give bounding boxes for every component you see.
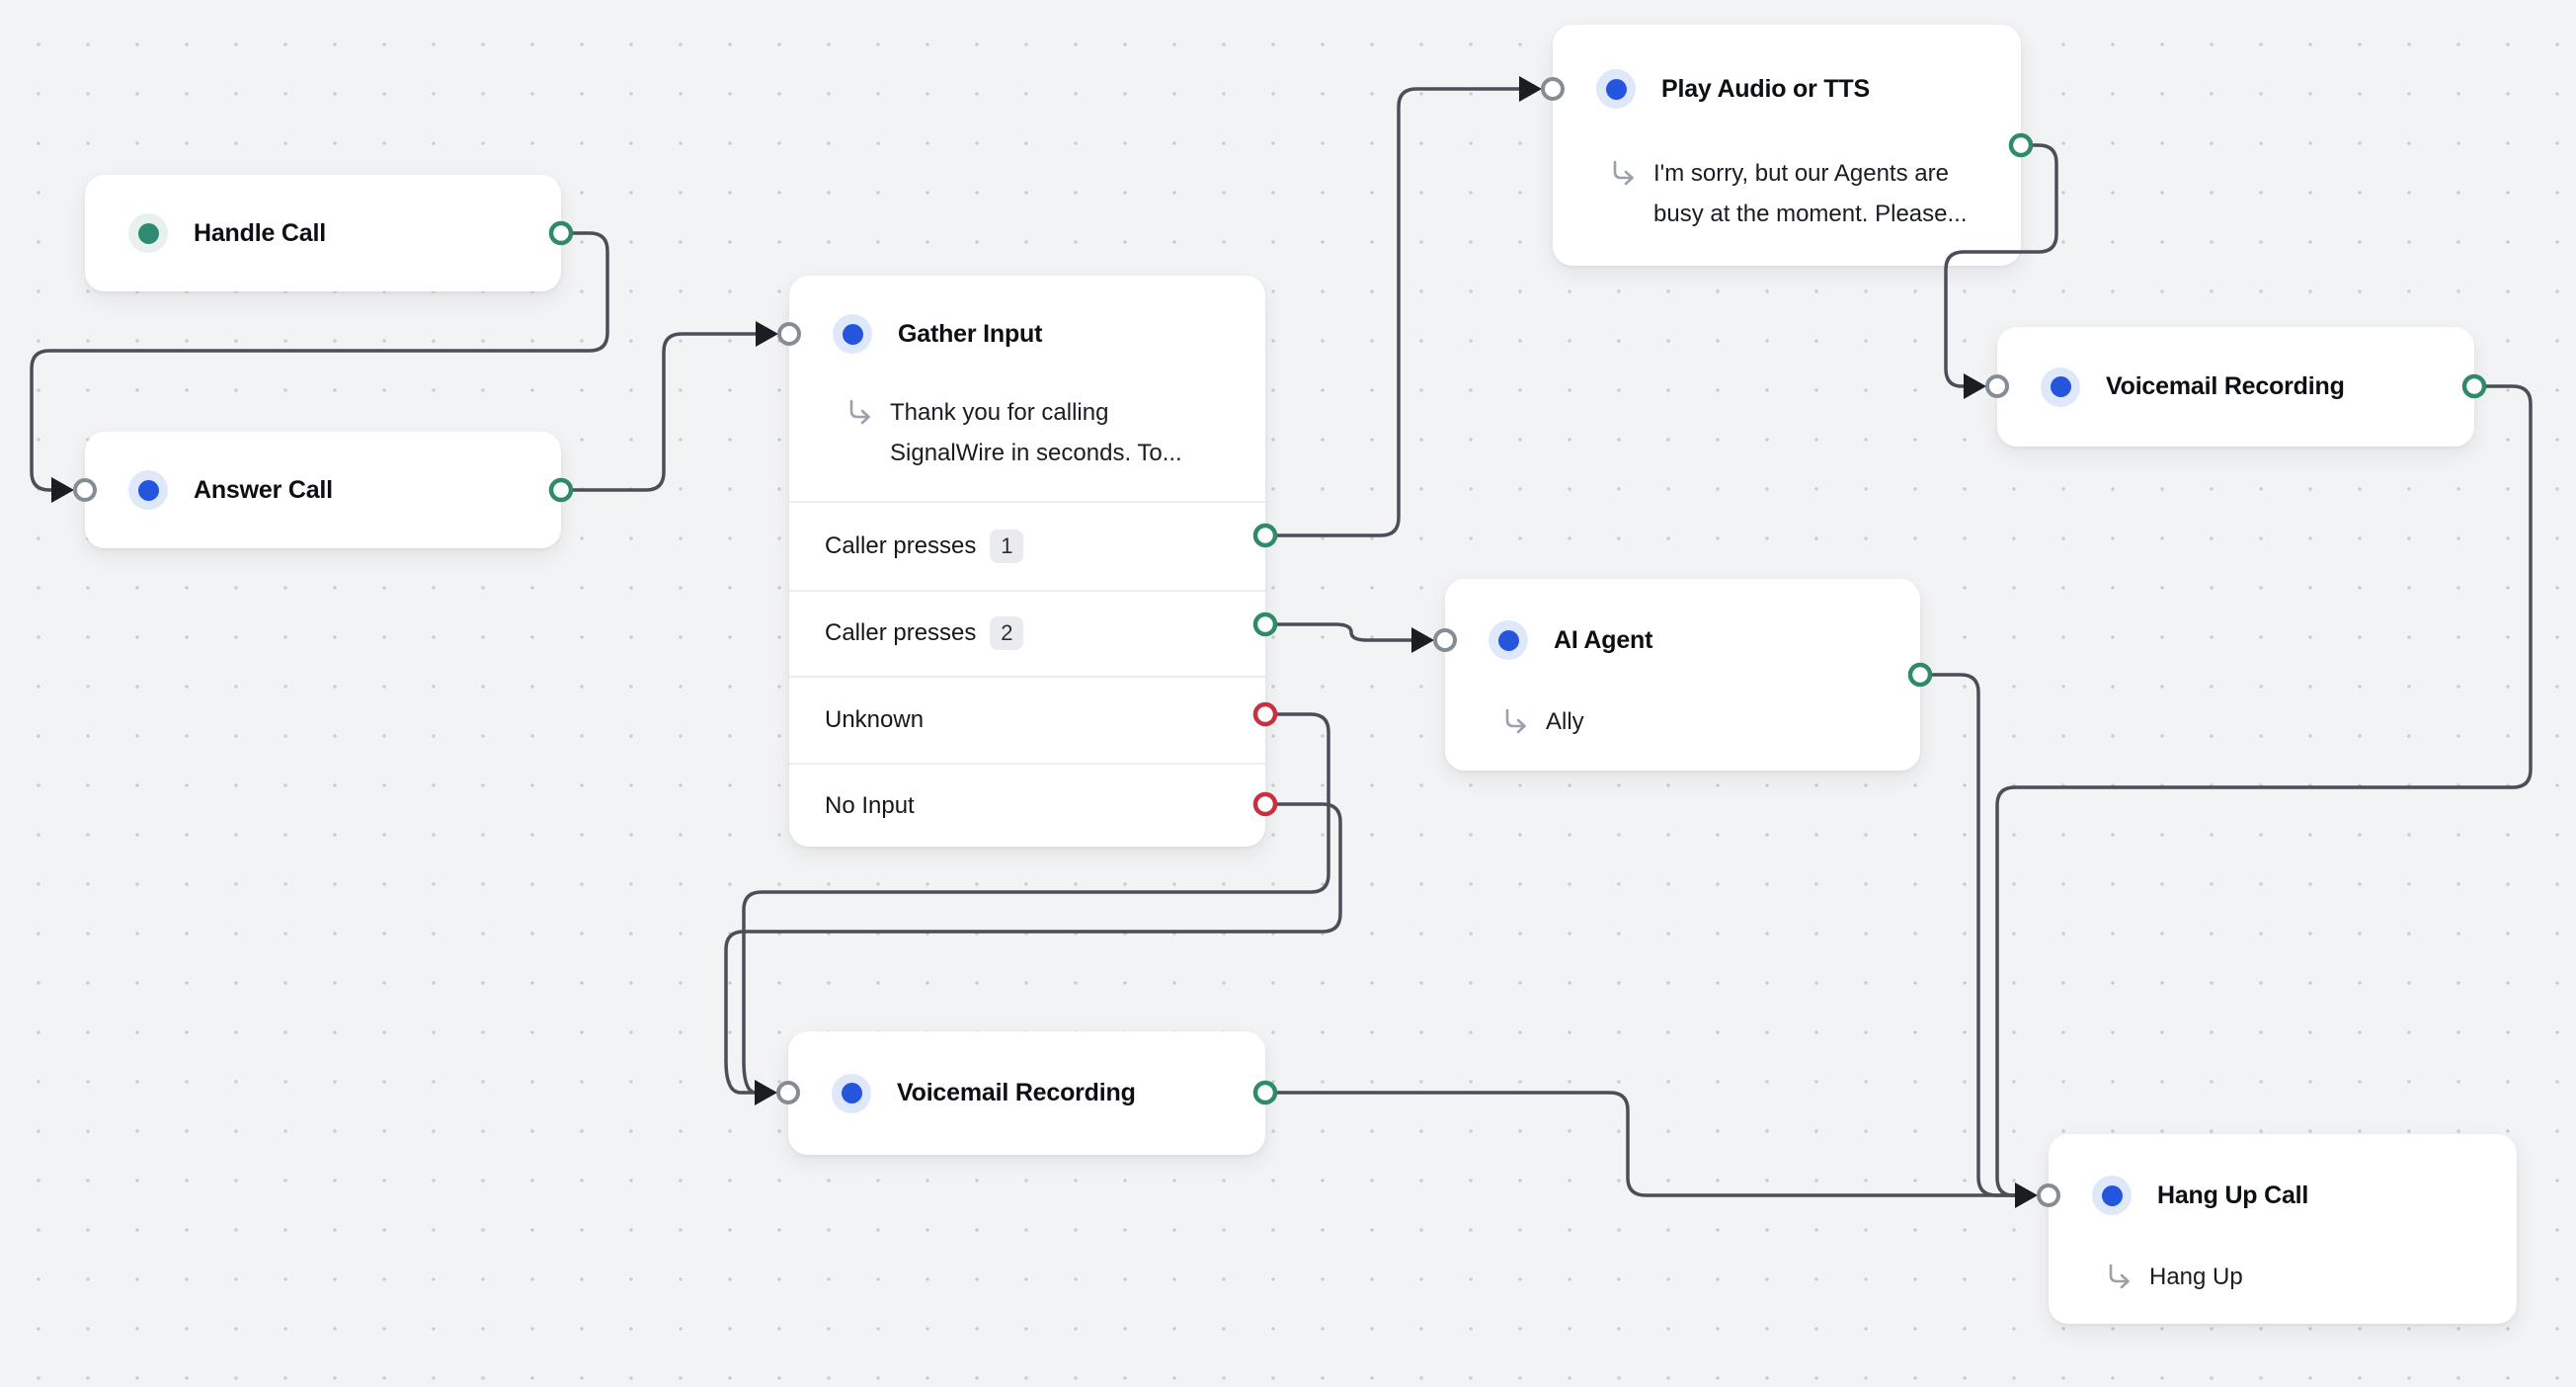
node-subtitle: I'm sorry, but our Agents are busy at th… bbox=[1553, 153, 2021, 234]
arrowhead-icon bbox=[1964, 373, 1986, 399]
node-voicemail-recording-bottom[interactable]: Voicemail Recording bbox=[788, 1031, 1265, 1155]
reply-arrow-icon bbox=[1505, 708, 1526, 734]
edge-aiagent-to-hangup bbox=[1928, 673, 2017, 1197]
reply-arrow-icon bbox=[1613, 160, 1634, 186]
key-badge: 2 bbox=[990, 616, 1024, 651]
node-play-audio-or-tts[interactable]: Play Audio or TTS I'm sorry, but our Age… bbox=[1553, 25, 2021, 266]
node-ai-agent[interactable]: AI Agent Ally bbox=[1445, 579, 1920, 771]
reply-arrow-icon bbox=[2109, 1264, 2130, 1289]
edge-press2-to-aiagent bbox=[1273, 622, 1413, 642]
prompt-text: Thank you for calling SignalWire in seco… bbox=[890, 399, 1182, 466]
output-row-no-input[interactable]: No Input bbox=[789, 762, 1265, 848]
node-title: Handle Call bbox=[194, 218, 326, 247]
output-row-caller-presses-1[interactable]: Caller presses 1 bbox=[789, 503, 1265, 590]
arrowhead-icon bbox=[1411, 627, 1434, 653]
node-subtitle: Ally bbox=[1445, 701, 1920, 742]
edge-press1-to-playaudio bbox=[1273, 87, 1521, 537]
arrowhead-icon bbox=[756, 321, 778, 347]
node-title: Voicemail Recording bbox=[897, 1079, 1136, 1106]
node-hang-up-call[interactable]: Hang Up Call Hang Up bbox=[2049, 1134, 2517, 1324]
node-subtitle: Thank you for calling SignalWire in seco… bbox=[789, 392, 1265, 473]
node-title: Answer Call bbox=[194, 475, 333, 504]
node-title: Gather Input bbox=[898, 319, 1043, 348]
node-voicemail-recording-top[interactable]: Voicemail Recording bbox=[1997, 327, 2474, 447]
reply-arrow-icon bbox=[849, 399, 870, 425]
node-gather-input[interactable]: Gather Input Thank you for calling Signa… bbox=[789, 276, 1265, 847]
node-type-icon bbox=[2041, 367, 2080, 407]
output-row-caller-presses-2[interactable]: Caller presses 2 bbox=[789, 589, 1265, 677]
node-type-icon bbox=[128, 470, 168, 510]
output-row-unknown[interactable]: Unknown bbox=[789, 676, 1265, 763]
arrowhead-icon bbox=[2015, 1183, 2038, 1208]
node-subtitle: Hang Up bbox=[2049, 1257, 2517, 1297]
node-title: Play Audio or TTS bbox=[1661, 74, 1870, 103]
node-type-icon bbox=[832, 1073, 871, 1113]
node-type-icon bbox=[128, 213, 168, 253]
node-answer-call[interactable]: Answer Call bbox=[85, 432, 561, 548]
node-title: Voicemail Recording bbox=[2106, 372, 2345, 400]
edge-voicemailbottom-to-hangup bbox=[1273, 1091, 2017, 1197]
node-title: AI Agent bbox=[1554, 625, 1653, 654]
action-text: Hang Up bbox=[2149, 1264, 2243, 1290]
edge-voicemailtop-to-hangup bbox=[1995, 384, 2533, 1197]
prompt-text: I'm sorry, but our Agents are busy at th… bbox=[1653, 160, 1968, 227]
arrowhead-icon bbox=[755, 1080, 777, 1105]
node-type-icon bbox=[2092, 1176, 2132, 1215]
key-badge: 1 bbox=[990, 529, 1024, 563]
node-type-icon bbox=[833, 314, 872, 354]
edge-answer-to-gather bbox=[569, 332, 758, 492]
arrowhead-icon bbox=[51, 477, 74, 503]
agent-name: Ally bbox=[1546, 708, 1584, 735]
node-type-icon bbox=[1596, 69, 1636, 109]
arrowhead-icon bbox=[1519, 76, 1542, 102]
node-handle-call[interactable]: Handle Call bbox=[85, 175, 561, 291]
node-title: Hang Up Call bbox=[2157, 1181, 2309, 1209]
node-type-icon bbox=[1489, 620, 1528, 660]
